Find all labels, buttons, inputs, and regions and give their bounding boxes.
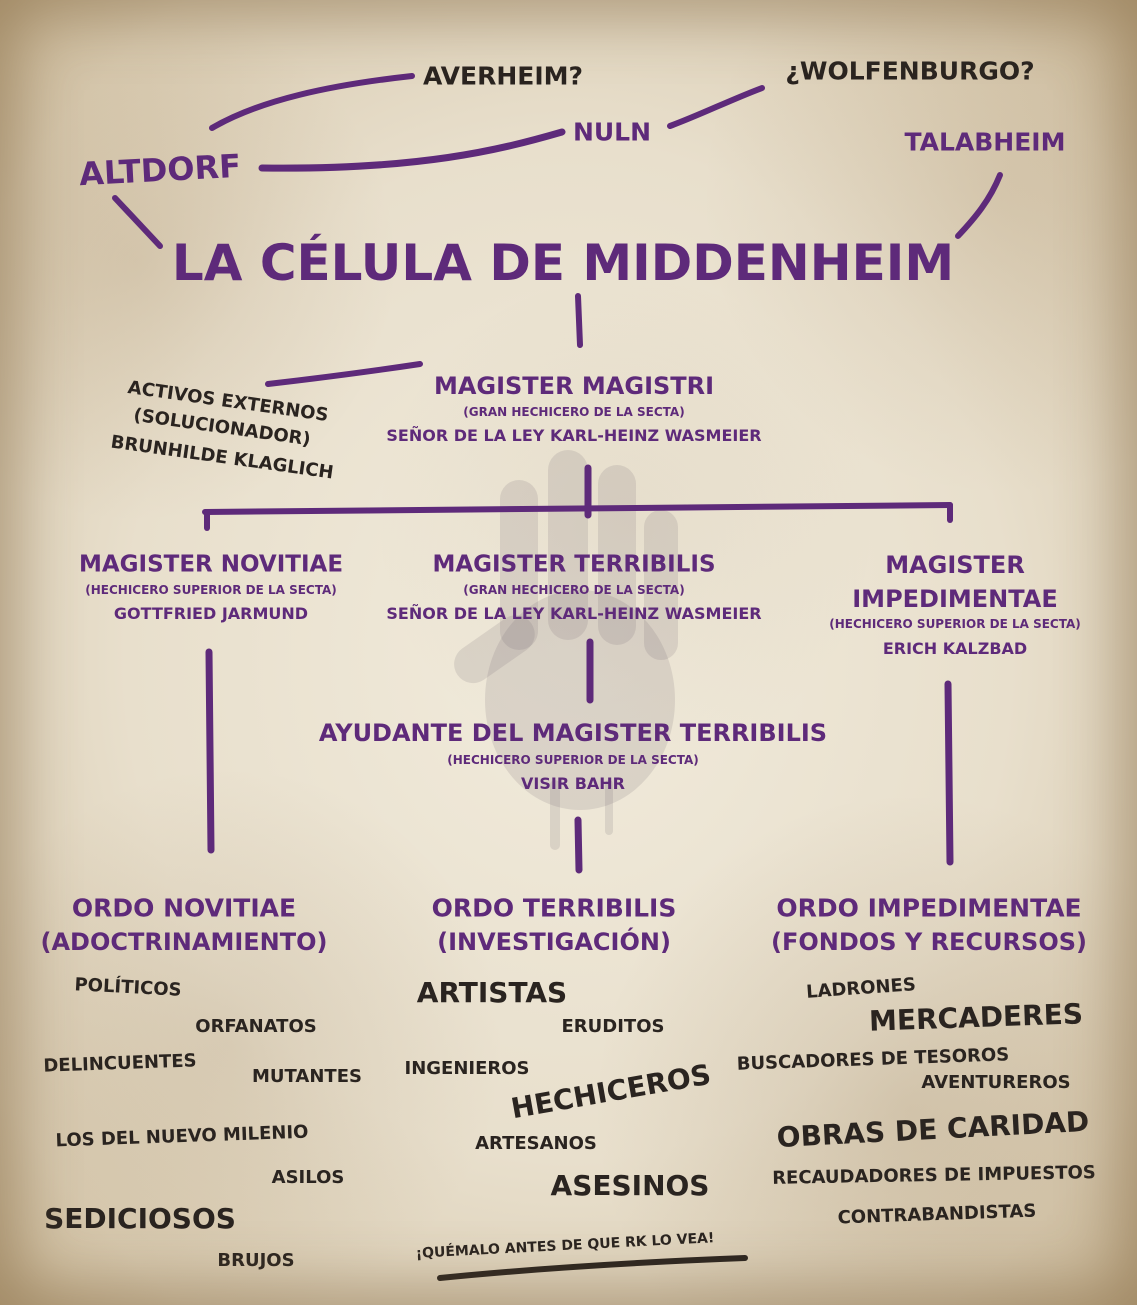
word-asesinos: ASESINOS (550, 1169, 710, 1202)
magister-magistri-title: MAGISTER MAGISTRI (433, 372, 715, 400)
ayudante-name: VISIR BAHR (521, 774, 625, 793)
word-asilos: ASILOS (271, 1167, 345, 1188)
diagram-title: LA CÉLULA DE MIDDENHEIM (171, 234, 955, 292)
magister-magistri-role: (GRAN HECHICERO DE LA SECTA) (463, 405, 685, 419)
ordo-novitiae-subtitle: (ADOCTRINAMIENTO) (40, 928, 328, 956)
city-averheim: AVERHEIM? (422, 61, 584, 91)
word-ingenieros: INGENIEROS (404, 1058, 530, 1079)
ordo-terribilis-subtitle: (INVESTIGACIÓN) (437, 928, 671, 956)
ordo-impedimentae-title: ORDO IMPEDIMENTAE (776, 893, 1082, 923)
ayudante-role: (HECHICERO SUPERIOR DE LA SECTA) (447, 753, 699, 767)
magister-novitiae-role: (HECHICERO SUPERIOR DE LA SECTA) (85, 583, 337, 597)
word-artistas: ARTISTAS (416, 976, 568, 1009)
word-orfanatos: ORFANATOS (195, 1016, 317, 1037)
magister-impedimentae-title-1: MAGISTER (885, 551, 1025, 579)
ordo-terribilis-title: ORDO TERRIBILIS (431, 893, 677, 923)
magister-terribilis-role: (GRAN HECHICERO DE LA SECTA) (463, 583, 685, 597)
word-sediciosos: SEDICIOSOS (44, 1202, 236, 1235)
word-eruditos: ERUDITOS (561, 1016, 665, 1037)
city-talabheim: TALABHEIM (904, 127, 1066, 157)
word-mutantes: MUTANTES (252, 1066, 362, 1087)
magister-terribilis-title: MAGISTER TERRIBILIS (432, 551, 716, 578)
ordo-novitiae-title: ORDO NOVITIAE (71, 893, 297, 923)
ayudante-title: AYUDANTE DEL MAGISTER TERRIBILIS (318, 719, 828, 747)
magister-terribilis-name: SEÑOR DE LA LEY KARL-HEINZ WASMEIER (386, 604, 762, 623)
city-nuln: NULN (572, 117, 652, 147)
word-artesanos: ARTESANOS (475, 1133, 597, 1154)
magister-impedimentae-role: (HECHICERO SUPERIOR DE LA SECTA) (829, 617, 1081, 631)
word-aventureros: AVENTUREROS (921, 1072, 1071, 1093)
ordo-impedimentae-subtitle: (FONDOS Y RECURSOS) (771, 928, 1087, 956)
word-brujos: BRUJOS (217, 1250, 295, 1271)
magister-novitiae-name: GOTTFRIED JARMUND (113, 604, 309, 623)
magister-novitiae-title: MAGISTER NOVITIAE (78, 551, 344, 578)
word-mercaderes: MERCADERES (868, 997, 1084, 1038)
city-altdorf: ALTDORF (78, 146, 242, 194)
city-wolfenburgo: ¿WOLFENBURGO? (785, 56, 1035, 86)
magister-impedimentae-name: ERICH KALZBAD (882, 639, 1028, 658)
magister-impedimentae-title-2: IMPEDIMENTAE (852, 585, 1058, 613)
magister-magistri-name: SEÑOR DE LA LEY KARL-HEINZ WASMEIER (386, 426, 762, 445)
